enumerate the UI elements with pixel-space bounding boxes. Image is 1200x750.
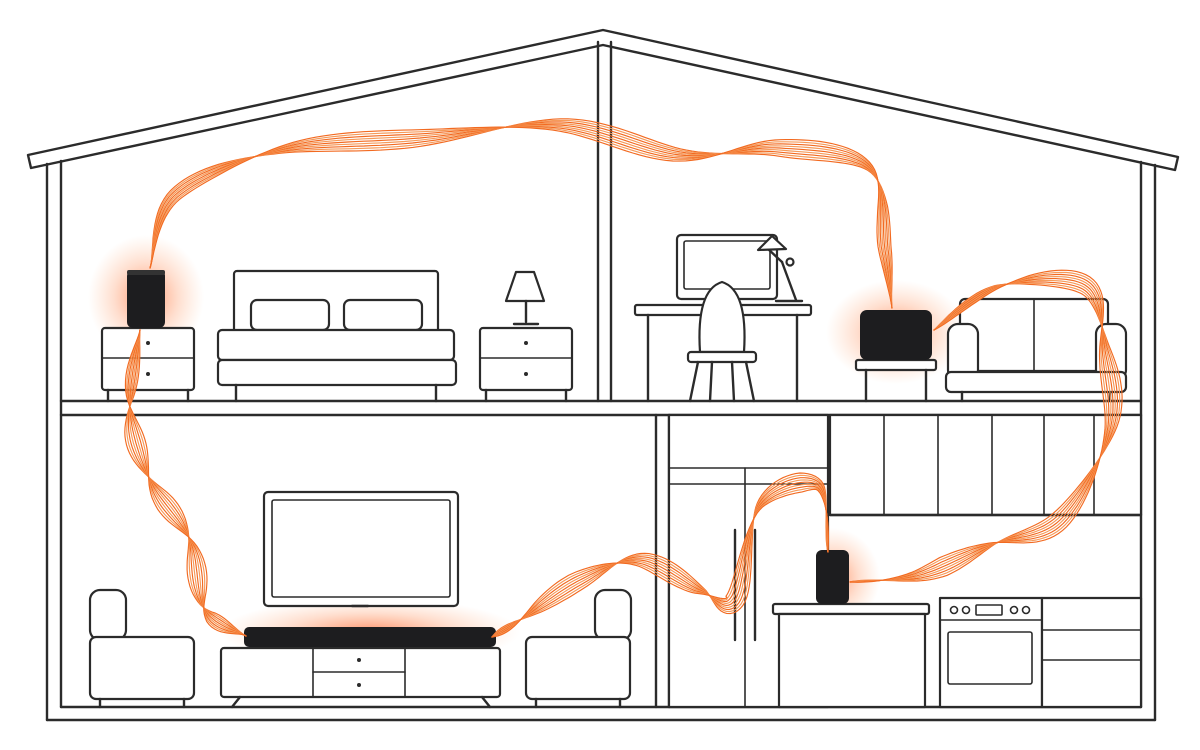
bedroom [100,269,574,403]
wave-strand [491,481,829,638]
wave-strand [849,281,1119,583]
wave-bundle-study-to-kitchen [849,269,1123,583]
wave-strand [149,121,893,309]
wave-strand [491,479,829,638]
wave-strand [129,329,247,637]
wave-strand [124,329,247,637]
wave-strand [849,282,1121,583]
double-bed [216,269,458,403]
desk-lamp [756,234,804,303]
wave-bundle-living-room-to-bedroom [124,329,247,637]
wave-strand [491,477,829,638]
kitchen-wireless-speaker [816,550,849,604]
wave-strand [491,487,829,638]
wave-strand [149,118,893,309]
oven-range [938,596,1044,709]
armchair-right [524,588,633,709]
wall-cabinets [828,413,1143,517]
wave-strand [849,273,1110,583]
wave-bundle-bedroom-to-study [149,118,893,309]
wave-strand [491,483,829,638]
wave-strand [849,283,1123,583]
counter [771,602,931,709]
roof-outline [26,28,1180,172]
living-room [88,490,633,709]
wave-strand [126,329,247,637]
bedroom-wireless-speaker [127,270,165,328]
wave-strand [128,329,247,637]
wave-strand [849,269,1106,583]
side-table [854,358,938,403]
wave-strand [124,329,247,637]
wave-strand [127,329,247,637]
table-lamp [504,270,546,326]
office-chair [686,280,758,403]
wave-strand [491,488,829,638]
nightstand-left [100,326,196,403]
wave-strand [491,472,829,638]
sofa [944,297,1128,403]
soundbar [244,627,496,647]
nightstand-right [478,326,574,403]
wave-strand [149,122,893,309]
wave-strand [149,125,893,309]
tv-console [219,646,502,709]
drawers [1040,596,1143,709]
wave-strand [149,126,893,309]
wave-strand [126,329,247,637]
wave-strand [849,278,1114,583]
wave-strand [849,271,1108,583]
wave-bundle-kitchen-to-living-room [491,472,829,638]
wave-strand [491,474,829,638]
study-wireless-speaker [860,310,932,360]
sound-wave-connections [124,118,1123,638]
wave-strand [149,119,893,309]
wave-strand [149,125,893,309]
wave-strand [149,126,893,309]
wave-strand [149,124,893,309]
wave-strand [491,485,829,638]
television [262,490,460,608]
armchair-left [88,588,196,709]
wave-strand [849,276,1112,583]
study [633,233,1128,403]
wave-strand [849,279,1116,583]
wave-strand [129,329,247,637]
wave-strand [127,329,247,637]
